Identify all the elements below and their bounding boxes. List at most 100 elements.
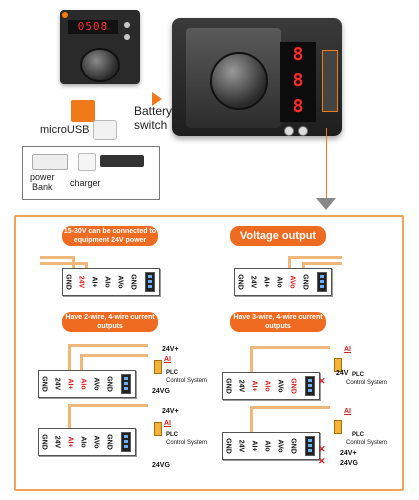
plc-text: PLC [352, 372, 364, 378]
plc-label: PLC [352, 372, 364, 378]
resistor-icon [154, 422, 162, 436]
terminal-strip: GND 24V AI+ AIo AVo GND [234, 268, 332, 296]
pin-gnd: GND [302, 274, 309, 290]
digit: 8 [292, 96, 304, 117]
wire [85, 262, 88, 268]
small-knob[interactable] [80, 48, 120, 82]
plc-label: PLC [352, 432, 364, 438]
connector-icon [317, 272, 327, 292]
label-line: Battery [134, 104, 173, 118]
v24-plus-label: 24V+ [162, 346, 179, 353]
usb-arrow-icon [71, 100, 95, 122]
terminal-strip: GND 24V AI+ AIo AVo GND [222, 372, 320, 400]
indicator-dot [62, 12, 68, 18]
wire [68, 344, 71, 370]
button-dot[interactable] [124, 34, 130, 40]
plc-text: PLC [166, 370, 178, 376]
connector-icon [145, 272, 155, 292]
control-system-label: Control System [166, 440, 208, 446]
control-system-label: Control System [346, 440, 388, 446]
panel4-title: Have 3-wire, 4-wire current outputs [230, 312, 326, 332]
v24g-label: 24VG [152, 462, 170, 469]
label-line: switch [134, 118, 168, 132]
microusb-label: microUSB [40, 124, 90, 136]
small-display: 0508 [68, 20, 118, 34]
terminal-strip: GND 24V AI+ AIo AVo GND [38, 428, 136, 456]
ai-label: AI [164, 356, 171, 363]
charger-label: charger [70, 178, 101, 188]
wire [250, 406, 253, 432]
terminal-strip: GND 24V AI+ AIo AVo GND [222, 432, 320, 460]
leader-line [326, 128, 327, 198]
v24-plus-label: 24V+ [162, 408, 179, 415]
plc-label: PLC [166, 432, 178, 438]
button-dot[interactable] [298, 126, 308, 136]
charger-icon [78, 153, 96, 171]
button-dot[interactable] [284, 126, 294, 136]
panel2-title: Voltage output [230, 226, 326, 246]
wire [250, 346, 330, 349]
main-knob[interactable] [210, 52, 268, 110]
small-signal-generator: 0508 [60, 10, 140, 84]
v24g-label: 24VG [152, 388, 170, 395]
wire [40, 256, 74, 259]
plc-text: PLC [166, 432, 178, 438]
wire [288, 256, 342, 259]
wire [68, 344, 148, 347]
usb-connector-icon [93, 120, 117, 140]
power-bank-label: power Bank [30, 172, 55, 192]
wire [250, 406, 330, 409]
plc-text: PLC [352, 432, 364, 438]
wire [302, 262, 342, 265]
v24-label: 24V [336, 370, 349, 377]
wire [250, 346, 253, 372]
button-dot[interactable] [124, 22, 130, 28]
pin-gnd: GND [290, 438, 297, 454]
wire [80, 354, 148, 357]
control-panel [186, 28, 281, 128]
wire [40, 262, 87, 265]
resistor-icon [154, 360, 162, 374]
digit: 8 [292, 70, 304, 91]
wire [72, 256, 75, 268]
x-mark-icon: ✕ [318, 456, 326, 466]
pin-gnd: GND [106, 376, 113, 392]
v24-plus-label: 24V+ [340, 450, 357, 457]
pin-gnd: GND [106, 434, 113, 450]
wiring-diagram-frame [14, 215, 404, 491]
control-system-label: Control System [346, 380, 388, 386]
panel1-title: 15-30V can be connected to equipment 24V… [62, 226, 158, 246]
large-signal-generator: 8 8 8 [172, 18, 342, 136]
pin-gnd: GND [290, 378, 297, 394]
x-mark-icon: ✕ [318, 444, 326, 454]
wire [80, 354, 83, 370]
label-line: Bank [32, 182, 53, 192]
connector-icon [305, 376, 315, 396]
digit: 8 [292, 44, 304, 65]
large-display: 8 8 8 [280, 42, 316, 122]
resistor-icon [334, 420, 342, 434]
x-mark-icon: ✕ [318, 376, 326, 386]
connector-icon [305, 436, 315, 456]
terminal-strip: GND 24V AI+ AIo AVo GND [38, 370, 136, 398]
arrow-icon [152, 92, 162, 106]
resistor-icon [334, 358, 342, 372]
ai-text: AI [344, 346, 351, 353]
down-arrow-icon [316, 198, 336, 210]
label-line: power [30, 172, 55, 182]
ai-label: AI [164, 420, 171, 427]
connector-icon [121, 432, 131, 452]
terminal-strip: GND 24V AI+ AIo AVo GND [62, 268, 160, 296]
wire [68, 404, 71, 428]
ai-label: AI [344, 408, 351, 415]
pin-gnd: GND [130, 274, 137, 290]
wire [288, 256, 291, 268]
ai-label: AI [344, 346, 351, 353]
cable-icon [100, 155, 144, 167]
plc-label: PLC [166, 370, 178, 376]
control-system-label: Control System [166, 378, 208, 384]
connector-icon [121, 374, 131, 394]
wire [68, 404, 148, 407]
wire [302, 262, 305, 268]
v24g-label: 24VG [340, 460, 358, 467]
